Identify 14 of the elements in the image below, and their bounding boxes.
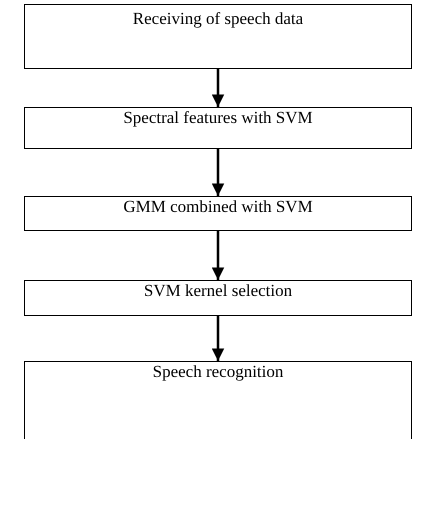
arrow [212, 231, 224, 280]
process-box [24, 280, 412, 316]
box-label: Speech recognition [152, 362, 284, 382]
process-box [24, 107, 412, 149]
process-box [24, 361, 412, 439]
box-label: SVM kernel selection [142, 281, 294, 301]
box-label: GMM combined with SVM [122, 197, 314, 217]
box-label: Receiving of speech data [132, 8, 304, 29]
process-box [24, 196, 412, 231]
arrow [212, 316, 224, 361]
process-box [24, 4, 412, 69]
arrow [212, 69, 224, 107]
arrow [212, 149, 224, 196]
box-label: Spectral features with SVM [122, 108, 314, 128]
